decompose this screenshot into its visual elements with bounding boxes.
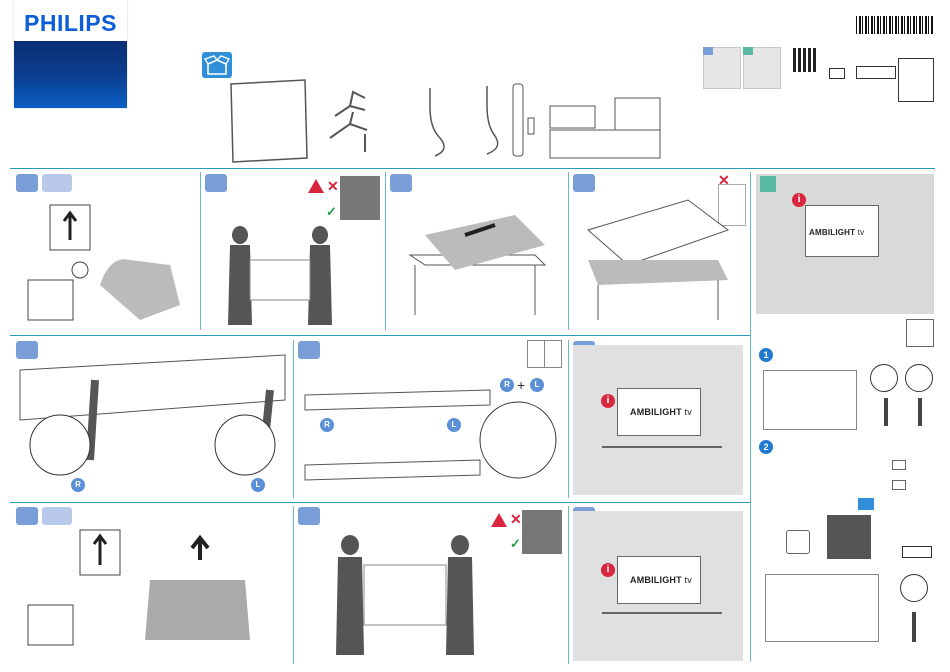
- divider: [568, 506, 569, 664]
- tv-screen-down-illustration: [578, 190, 738, 325]
- step-badge: [298, 507, 320, 525]
- divider: [10, 502, 750, 503]
- foot-orientation-right: [544, 340, 562, 368]
- foot-left-label: L: [447, 418, 461, 432]
- ambilight-logo: AMBILIGHT tv: [809, 228, 864, 237]
- step-badge: [760, 176, 776, 192]
- tv-back-diagram: [765, 574, 879, 642]
- search-field[interactable]: [856, 66, 896, 79]
- table-top: [602, 446, 722, 488]
- qr-code-icon[interactable]: [793, 48, 817, 72]
- attach-feet-illustration: [15, 350, 290, 498]
- divider: [200, 172, 201, 330]
- foot-orientation-wrong: [527, 340, 545, 368]
- foot-right-label: R: [320, 418, 334, 432]
- thumb-tag: [703, 47, 713, 55]
- mount-bracket-detail: [827, 515, 871, 559]
- barcode: [856, 16, 934, 34]
- tv-back-diagram: [763, 370, 857, 430]
- foot-left-label: L: [530, 378, 544, 392]
- cross-icon: ✕: [510, 511, 522, 528]
- measure-icon: [892, 480, 906, 490]
- divider: [568, 172, 569, 330]
- step-badge-secondary: [42, 174, 72, 192]
- correct-lift-thumbs: [340, 176, 380, 220]
- screwdriver-icon: [918, 398, 922, 426]
- divider: [385, 172, 386, 330]
- table-cloth-illustration: [405, 195, 555, 325]
- divider: [10, 168, 935, 169]
- info-icon: i: [601, 563, 615, 577]
- plus-sign: +: [517, 377, 525, 393]
- divider: [293, 340, 294, 498]
- book-icon: [829, 68, 845, 79]
- screw-icon: [900, 574, 928, 602]
- check-icon: ✓: [510, 536, 521, 552]
- size-tag: [858, 498, 874, 510]
- foot-right-label: R: [500, 378, 514, 392]
- step-badge: [205, 174, 227, 192]
- screw-icon: [905, 364, 933, 392]
- foot-right-label: R: [71, 478, 85, 492]
- unboxing-illustration: [20, 195, 200, 330]
- wall-mount-icon: [906, 319, 934, 347]
- ambilight-logo: AMBILIGHT tv: [630, 575, 692, 585]
- box-contents-illustration: [225, 78, 675, 168]
- two-person-lift-illustration: [220, 225, 360, 330]
- two-person-lift-illustration: [330, 535, 490, 660]
- screwdriver-icon: [912, 612, 916, 642]
- info-icon: i: [792, 193, 806, 207]
- info-icon: i: [601, 394, 615, 408]
- feet-positions-illustration: [300, 365, 565, 495]
- foot-left-label: L: [251, 478, 265, 492]
- box-open-icon: [202, 52, 232, 78]
- step-badge: [298, 341, 320, 359]
- warning-icon: [491, 513, 507, 527]
- table-top: [602, 612, 722, 654]
- step-badge: [390, 174, 412, 192]
- measure-icon: [892, 460, 906, 470]
- cart-icon: [786, 530, 810, 554]
- ambilight-logo: AMBILIGHT tv: [630, 407, 692, 417]
- divider: [750, 172, 751, 662]
- warning-icon: [308, 179, 324, 193]
- screw-icon: [870, 364, 898, 392]
- step-number: 2: [759, 440, 773, 454]
- divider: [568, 340, 569, 498]
- check-icon: ✓: [326, 204, 337, 220]
- thumb-tag: [743, 47, 753, 55]
- brand-logo-text: PHILIPS: [14, 10, 127, 37]
- unboxing-illustration: [20, 520, 290, 655]
- step-number: 1: [759, 348, 773, 362]
- cross-icon: ✕: [327, 178, 339, 195]
- divider: [293, 506, 294, 664]
- manual-page-icon: [898, 58, 934, 102]
- divider: [10, 335, 750, 336]
- correct-lift-thumbs: [522, 510, 562, 554]
- step-badge: [16, 174, 38, 192]
- screw-set-icon: [902, 546, 932, 558]
- screwdriver-icon: [884, 398, 888, 426]
